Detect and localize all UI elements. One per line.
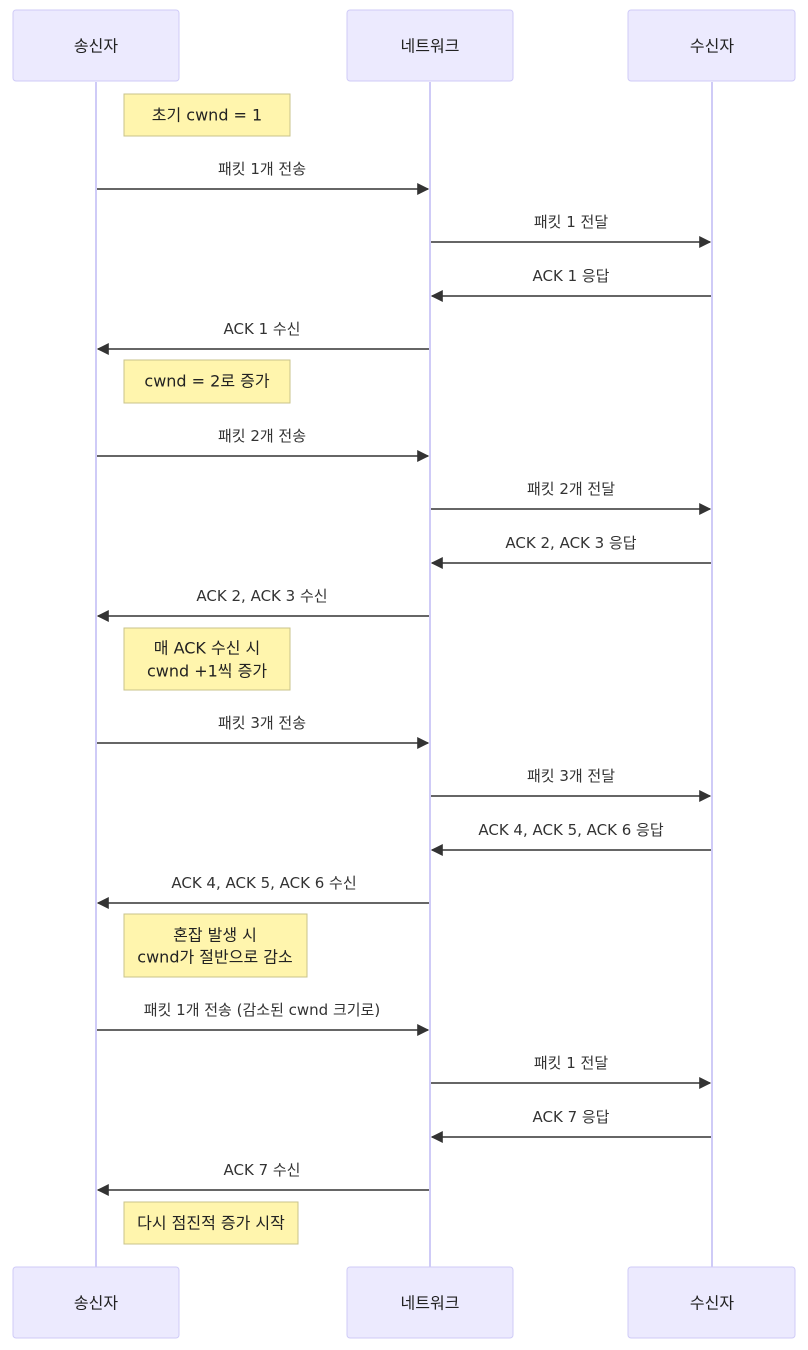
actor-sender-top-label: 송신자 <box>74 37 118 56</box>
message-label: ACK 1 응답 <box>533 267 610 285</box>
message-label: 패킷 2개 전송 <box>218 427 306 445</box>
note-congestion-line-2: cwnd가 절반으로 감소 <box>137 948 292 967</box>
note-congestion-line-1: 혼잡 발생 시 <box>173 926 257 945</box>
actor-receiver-bottom-label: 수신자 <box>690 1294 734 1313</box>
message-label: 패킷 2개 전달 <box>527 480 615 498</box>
note-cwnd-2-text: cwnd = 2로 증가 <box>144 372 269 391</box>
message-label: ACK 7 수신 <box>224 1161 301 1179</box>
actor-receiver-bottom: 수신자 <box>627 1266 796 1339</box>
note-initial-cwnd-text: 초기 cwnd = 1 <box>152 106 262 125</box>
note-cwnd-increment-line-2: cwnd +1씩 증가 <box>147 662 267 681</box>
message-label: 패킷 1개 전송 <box>218 160 306 178</box>
note-cwnd-increment: 매 ACK 수신 시 cwnd +1씩 증가 <box>123 627 291 691</box>
message-label: 패킷 1 전달 <box>534 1054 608 1072</box>
message-label: 패킷 1 전달 <box>534 213 608 231</box>
actor-sender-bottom: 송신자 <box>12 1266 180 1339</box>
actor-sender-top: 송신자 <box>12 9 180 82</box>
message-label: ACK 7 응답 <box>533 1108 610 1126</box>
note-restart-increase-text: 다시 점진적 증가 시작 <box>137 1214 285 1233</box>
message-label: ACK 4, ACK 5, ACK 6 수신 <box>171 874 356 892</box>
actor-network-bottom-label: 네트워크 <box>401 1294 460 1313</box>
actor-sender-bottom-label: 송신자 <box>74 1294 118 1313</box>
note-initial-cwnd: 초기 cwnd = 1 <box>123 93 291 137</box>
message-label: 패킷 3개 전송 <box>218 714 306 732</box>
message-label: ACK 2, ACK 3 응답 <box>505 534 636 552</box>
note-congestion: 혼잡 발생 시 cwnd가 절반으로 감소 <box>123 913 308 978</box>
message-label: ACK 4, ACK 5, ACK 6 응답 <box>478 821 663 839</box>
actor-receiver-top: 수신자 <box>627 9 796 82</box>
note-restart-increase: 다시 점진적 증가 시작 <box>123 1201 299 1245</box>
note-cwnd-2: cwnd = 2로 증가 <box>123 359 291 404</box>
message-label: ACK 2, ACK 3 수신 <box>196 587 327 605</box>
message-label: 패킷 1개 전송 (감소된 cwnd 크기로) <box>144 1001 380 1019</box>
actor-network-top: 네트워크 <box>346 9 514 82</box>
message-label: ACK 1 수신 <box>224 320 301 338</box>
actor-network-bottom: 네트워크 <box>346 1266 514 1339</box>
actor-receiver-top-label: 수신자 <box>690 37 734 56</box>
note-cwnd-increment-line-1: 매 ACK 수신 시 <box>154 639 260 658</box>
message-label: 패킷 3개 전달 <box>527 767 615 785</box>
actor-network-top-label: 네트워크 <box>401 37 460 56</box>
